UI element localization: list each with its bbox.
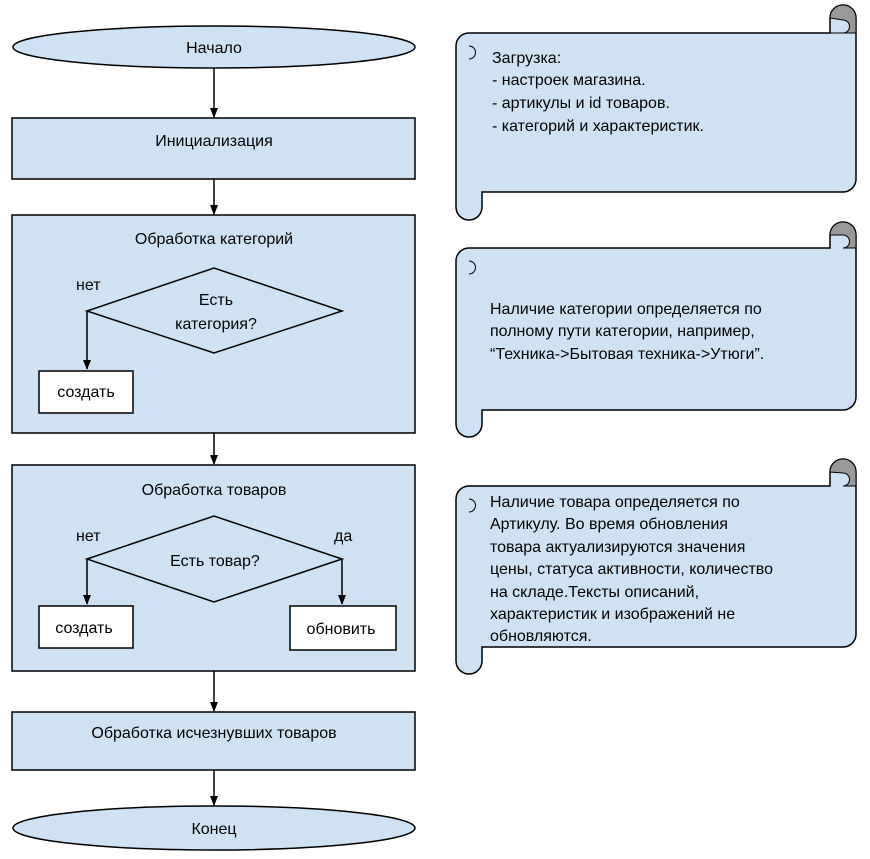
note1-line-4: - категорий и характеристик. bbox=[492, 118, 704, 135]
note1-line-3: - артикулы и id товаров. bbox=[492, 95, 670, 112]
end-label: Конец bbox=[191, 821, 236, 838]
note3-line-6: характеристик и изображений не bbox=[490, 606, 735, 623]
product-create-box bbox=[38, 605, 134, 649]
note3-line-7: обновляются. bbox=[490, 628, 592, 645]
note2-line-2: полному пути категории, например, bbox=[490, 323, 755, 340]
note3-line-4: цены, статуса активности, количество bbox=[490, 561, 773, 578]
note3-line-2: Артикулу. Во время обновления bbox=[490, 516, 728, 533]
product-processing-title: Обработка товаров bbox=[142, 482, 287, 499]
product-decision-label: Есть товар? bbox=[170, 553, 260, 570]
product-update-label: обновить bbox=[307, 621, 376, 638]
missing-products-node: Обработка исчезнувших товаров bbox=[11, 711, 416, 771]
note2-line-3: “Техника->Бытовая техника->Утюги”. bbox=[490, 346, 764, 363]
product-no-label: нет bbox=[76, 528, 101, 545]
scroll-note-1: Загрузка: - настроек магазина. - артикул… bbox=[455, 4, 857, 221]
product-create-label: создать bbox=[55, 620, 112, 637]
category-decision-line1: Есть bbox=[199, 292, 233, 309]
note1-line-2: - настроек магазина. bbox=[492, 72, 646, 89]
start-label: Начало bbox=[186, 40, 242, 57]
end-node: Конец bbox=[12, 805, 416, 851]
category-decision-line2: категория? bbox=[175, 316, 257, 333]
category-processing-block: Обработка категорий Есть категория? нет … bbox=[11, 214, 416, 434]
category-create-box bbox=[38, 370, 134, 414]
category-decision bbox=[84, 267, 345, 354]
category-processing-title: Обработка категорий bbox=[135, 231, 293, 248]
note3-line-3: товара актуализируются значения bbox=[490, 539, 745, 556]
start-node: Начало bbox=[12, 25, 416, 69]
scroll-note-3: Наличие товара определяется по Артикулу.… bbox=[455, 458, 857, 675]
category-no-label: нет bbox=[76, 277, 101, 294]
product-update-box bbox=[289, 605, 397, 651]
note3-line-1: Наличие товара определяется по bbox=[490, 494, 740, 511]
init-node: Инициализация bbox=[11, 117, 416, 180]
note3-line-5: на складе.Тексты описаний, bbox=[490, 584, 699, 601]
note1-line-1: Загрузка: bbox=[492, 50, 561, 67]
note2-line-1: Наличие категории определяется по bbox=[490, 301, 762, 318]
init-label: Инициализация bbox=[155, 133, 273, 150]
product-processing-block: Обработка товаров Есть товар? нет да соз… bbox=[11, 464, 416, 672]
scroll-note-2: Наличие категории определяется по полном… bbox=[455, 221, 857, 438]
category-create-label: создать bbox=[57, 384, 114, 401]
missing-products-label: Обработка исчезнувших товаров bbox=[91, 725, 336, 742]
product-yes-label: да bbox=[334, 528, 352, 545]
